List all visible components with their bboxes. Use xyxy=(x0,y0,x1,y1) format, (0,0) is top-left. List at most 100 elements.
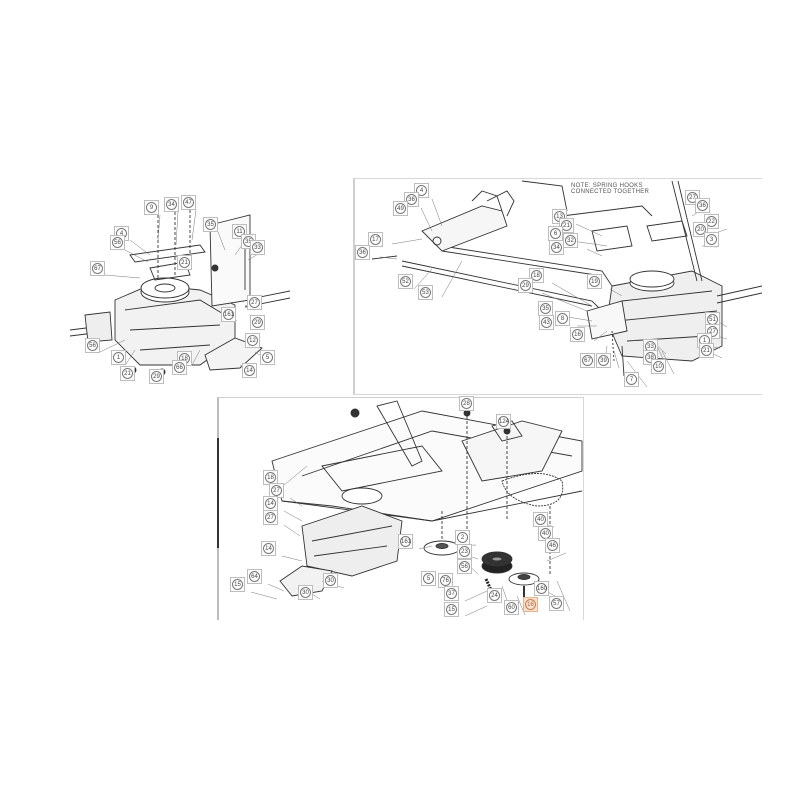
part-callout-57[interactable]: 57 xyxy=(549,596,564,611)
panel-edge xyxy=(217,438,219,548)
part-callout-40[interactable]: 40 xyxy=(538,526,553,541)
part-callout-27[interactable]: 27 xyxy=(705,324,720,339)
part-number-label: 17 xyxy=(370,234,381,245)
part-callout-19[interactable]: 19 xyxy=(587,274,602,289)
part-callout-7[interactable]: 7 xyxy=(624,372,639,387)
part-callout-35[interactable]: 35 xyxy=(538,301,553,316)
part-callout-9[interactable]: 9 xyxy=(144,200,159,215)
part-callout-15[interactable]: 15 xyxy=(230,577,245,592)
part-callout-24[interactable]: 24 xyxy=(487,588,502,603)
transmission-drawing xyxy=(69,209,290,378)
part-callout-5[interactable]: 5 xyxy=(260,350,275,365)
part-number-label: 8 xyxy=(557,313,568,324)
part-number-label: 161 xyxy=(400,536,411,547)
part-callout-30[interactable]: 30 xyxy=(323,573,338,588)
part-callout-33[interactable]: 33 xyxy=(250,240,265,255)
part-callout-56[interactable]: 56 xyxy=(457,559,472,574)
part-number-label: 29 xyxy=(252,317,263,328)
part-callout-49[interactable]: 49 xyxy=(393,201,408,216)
part-callout-56[interactable]: 56 xyxy=(110,235,125,250)
part-callout-161[interactable]: 161 xyxy=(221,307,236,322)
part-callout-6[interactable]: 6 xyxy=(548,226,563,241)
part-callout-29[interactable]: 29 xyxy=(518,278,533,293)
part-callout-39[interactable]: 39 xyxy=(596,353,611,368)
part-callout-52[interactable]: 52 xyxy=(398,274,413,289)
part-callout-40[interactable]: 40 xyxy=(533,512,548,527)
part-callout-27[interactable]: 27 xyxy=(247,295,262,310)
part-callout-1[interactable]: 1 xyxy=(111,350,126,365)
part-callout-14[interactable]: 14 xyxy=(242,363,257,378)
part-callout-35[interactable]: 35 xyxy=(203,217,218,232)
part-callout-36[interactable]: 36 xyxy=(404,192,419,207)
part-callout-3[interactable]: 3 xyxy=(704,232,719,247)
part-callout-67[interactable]: 67 xyxy=(90,261,105,276)
part-callout-47[interactable]: 47 xyxy=(181,195,196,210)
part-callout-66[interactable]: 66 xyxy=(172,360,187,375)
part-callout-27[interactable]: 27 xyxy=(263,510,278,525)
part-callout-28[interactable]: 28 xyxy=(459,396,474,411)
part-number-label: 29 xyxy=(151,371,162,382)
part-callout-2[interactable]: 2 xyxy=(455,530,470,545)
part-callout-12[interactable]: 12 xyxy=(245,333,260,348)
part-callout-67[interactable]: 67 xyxy=(580,353,595,368)
part-number-label: 14 xyxy=(265,498,276,509)
part-callout-56[interactable]: 56 xyxy=(85,338,100,353)
part-number-label: 6 xyxy=(550,228,561,239)
spring-hooks-note: NOTE: SPRING HOOKS CONNECTED TOGETHER xyxy=(571,183,650,195)
part-callout-14[interactable]: 14 xyxy=(263,496,278,511)
part-number-label: 161 xyxy=(223,309,234,320)
part-callout-16[interactable]: 16 xyxy=(523,597,538,612)
part-number-label: 39 xyxy=(598,355,609,366)
part-callout-21[interactable]: 21 xyxy=(177,255,192,270)
part-callout-14[interactable]: 14 xyxy=(261,541,276,556)
part-number-label: 3 xyxy=(706,234,717,245)
part-callout-53[interactable]: 53 xyxy=(418,285,433,300)
part-number-label: 52 xyxy=(400,276,411,287)
part-callout-17[interactable]: 17 xyxy=(368,232,383,247)
part-number-label: 7 xyxy=(626,374,637,385)
part-callout-160[interactable]: 160 xyxy=(534,581,549,596)
part-number-label: 12 xyxy=(247,335,258,346)
part-number-label: 9 xyxy=(146,202,157,213)
part-callout-32[interactable]: 32 xyxy=(563,233,578,248)
part-callout-10[interactable]: 10 xyxy=(651,359,666,374)
part-callout-16[interactable]: 16 xyxy=(570,327,585,342)
part-number-label: 46 xyxy=(547,540,558,551)
part-number-label: 124 xyxy=(498,416,509,427)
part-number-label: 27 xyxy=(271,485,282,496)
part-callout-5[interactable]: 5 xyxy=(421,571,436,586)
part-callout-161[interactable]: 161 xyxy=(398,534,413,549)
part-callout-30[interactable]: 30 xyxy=(298,585,313,600)
part-callout-43[interactable]: 43 xyxy=(539,315,554,330)
part-number-label: 28 xyxy=(461,398,472,409)
part-callout-36[interactable]: 36 xyxy=(695,198,710,213)
part-callout-15[interactable]: 15 xyxy=(444,602,459,617)
part-callout-8[interactable]: 8 xyxy=(555,311,570,326)
part-callout-60[interactable]: 60 xyxy=(504,600,519,615)
part-callout-29[interactable]: 29 xyxy=(149,369,164,384)
part-callout-34[interactable]: 34 xyxy=(164,197,179,212)
part-number-label: 76 xyxy=(440,575,451,586)
part-callout-34[interactable]: 34 xyxy=(549,240,564,255)
part-callout-23[interactable]: 23 xyxy=(457,544,472,559)
part-callout-46[interactable]: 46 xyxy=(545,538,560,553)
part-callout-21[interactable]: 21 xyxy=(559,218,574,233)
part-callout-64[interactable]: 64 xyxy=(247,569,262,584)
part-callout-29[interactable]: 29 xyxy=(250,315,265,330)
part-number-label: 36 xyxy=(406,194,417,205)
part-number-label: 53 xyxy=(420,287,431,298)
part-number-label: 37 xyxy=(446,588,457,599)
part-number-label: 21 xyxy=(561,220,572,231)
part-callout-36[interactable]: 36 xyxy=(355,245,370,260)
part-callout-124[interactable]: 124 xyxy=(496,414,511,429)
part-number-label: 10 xyxy=(653,361,664,372)
part-callout-21[interactable]: 21 xyxy=(699,343,714,358)
part-number-label: 15 xyxy=(232,579,243,590)
part-number-label: 16 xyxy=(572,329,583,340)
part-callout-37[interactable]: 37 xyxy=(444,586,459,601)
part-number-label: 20 xyxy=(695,224,706,235)
part-number-label: 18 xyxy=(265,472,276,483)
part-callout-21[interactable]: 21 xyxy=(120,366,135,381)
